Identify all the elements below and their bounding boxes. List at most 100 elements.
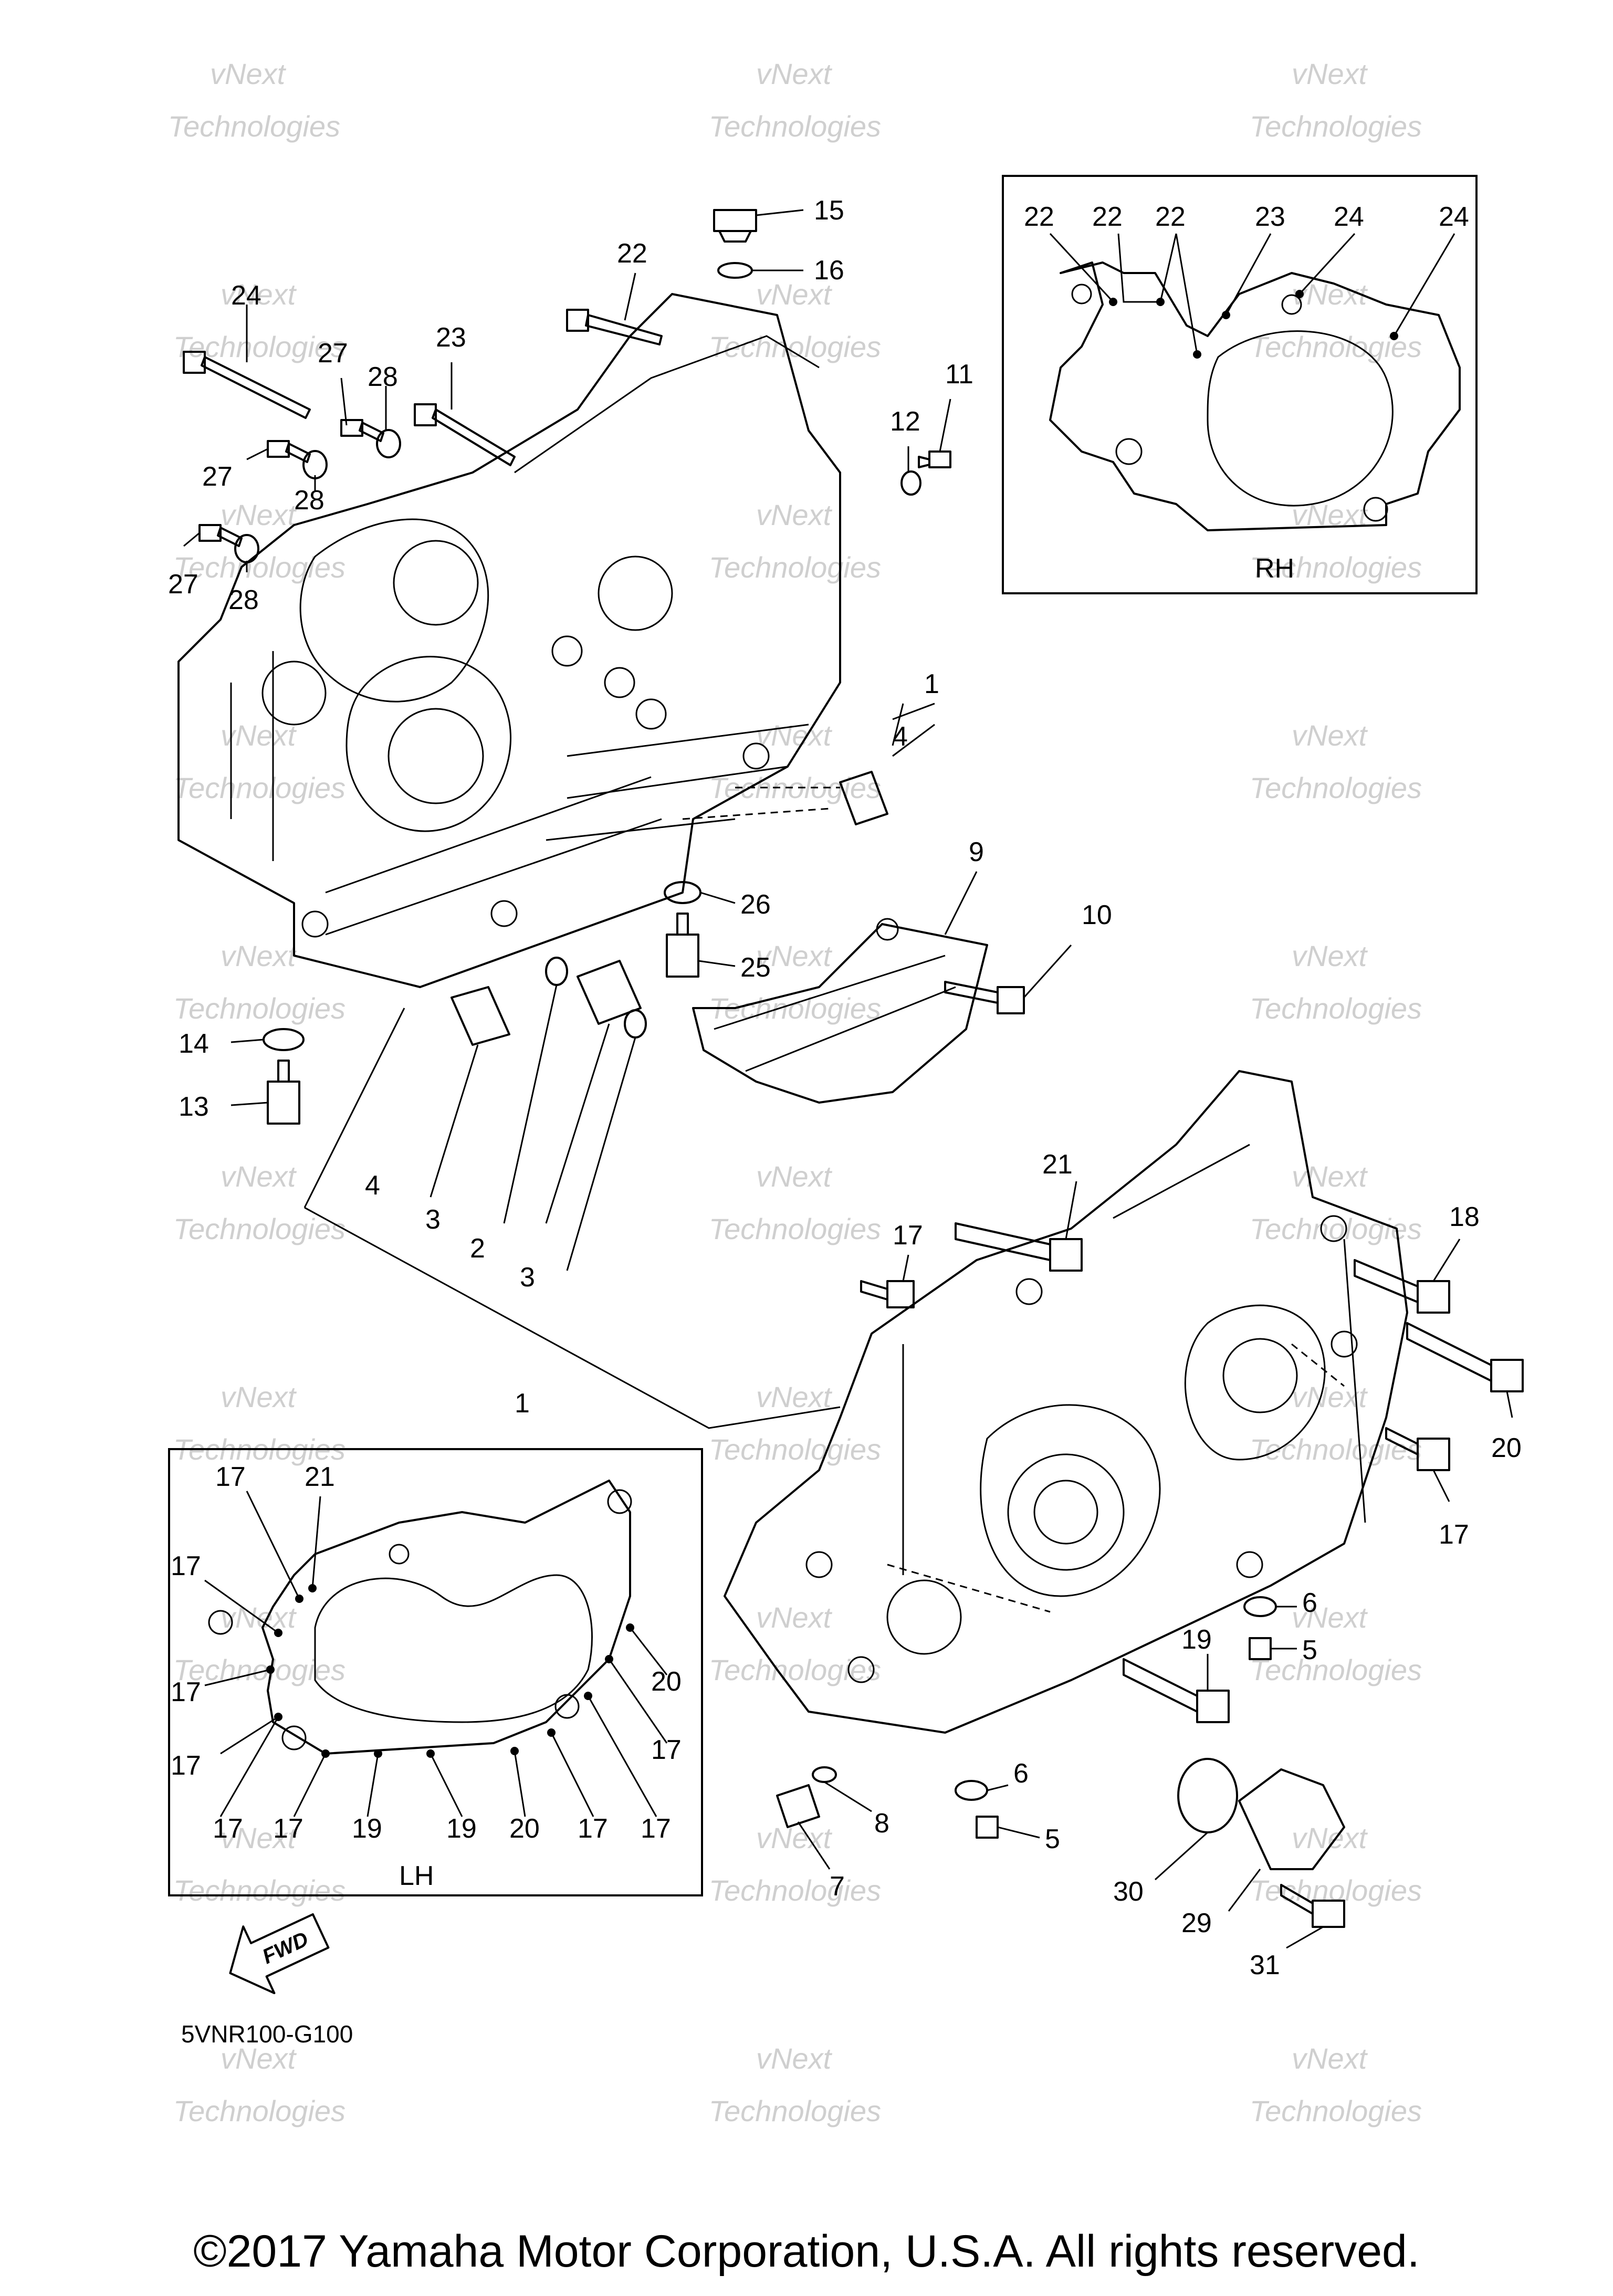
bolt xyxy=(566,309,663,345)
svg-text:vNext: vNext xyxy=(221,498,297,531)
svg-text:Technologies: Technologies xyxy=(709,1433,881,1466)
callout-17: 17 xyxy=(893,1220,923,1251)
callout-6: 6 xyxy=(1013,1758,1029,1789)
callout-12: 12 xyxy=(890,406,920,437)
inset-rh-callout: 24 xyxy=(1439,202,1469,232)
inset-lh-callout: 17 xyxy=(215,1462,246,1492)
copyright-notice: ©2017 Yamaha Motor Corporation, U.S.A. A… xyxy=(193,2226,1420,2277)
svg-text:vNext: vNext xyxy=(221,2042,297,2075)
o-ring xyxy=(717,262,753,279)
bolt xyxy=(267,440,311,463)
callout-27: 27 xyxy=(318,338,348,369)
svg-text:vNext: vNext xyxy=(756,57,833,90)
callout-1: 1 xyxy=(924,669,939,699)
watermark: vNext Technologies xyxy=(173,1380,345,1466)
crankcase-cover-plate xyxy=(692,918,988,1104)
svg-text:Technologies: Technologies xyxy=(709,551,881,584)
svg-text:Technologies: Technologies xyxy=(173,1874,345,1907)
svg-text:Technologies: Technologies xyxy=(709,1874,881,1907)
inset-rh-label: RH xyxy=(1255,553,1294,584)
callout-27: 27 xyxy=(202,462,233,492)
svg-text:vNext: vNext xyxy=(756,1160,833,1193)
callout-5: 5 xyxy=(1302,1635,1317,1665)
inset-lh-callout: 17 xyxy=(651,1735,682,1765)
inset-lh-callout: 17 xyxy=(171,1750,201,1781)
watermark: vNext Technologies xyxy=(173,1601,345,1686)
inset-lh-frame xyxy=(168,1448,703,1896)
callout-29: 29 xyxy=(1181,1908,1212,1938)
svg-text:vNext: vNext xyxy=(1292,1601,1368,1634)
inset-lh-callout: 19 xyxy=(446,1813,477,1844)
callout-1: 1 xyxy=(515,1388,530,1419)
washer xyxy=(1243,1596,1277,1617)
bolt xyxy=(1249,1637,1272,1660)
o-ring xyxy=(624,1009,647,1039)
bolt xyxy=(976,1816,999,1839)
o-ring xyxy=(545,957,568,986)
bolt xyxy=(918,450,951,468)
inset-lh-callout: 20 xyxy=(651,1666,682,1697)
callout-16: 16 xyxy=(814,255,844,286)
watermark: vNext Technologies xyxy=(709,719,881,804)
callout-2: 2 xyxy=(470,1233,485,1264)
small-parts xyxy=(183,209,1524,1928)
svg-text:vNext: vNext xyxy=(221,1601,297,1634)
svg-text:vNext: vNext xyxy=(221,1380,297,1413)
oil-plug xyxy=(713,209,757,243)
svg-text:vNext: vNext xyxy=(1292,1160,1368,1193)
sleeve xyxy=(577,960,642,1025)
svg-text:vNext: vNext xyxy=(1292,1821,1368,1854)
callout-8: 8 xyxy=(874,1808,889,1839)
washer xyxy=(376,429,401,458)
watermark: vNext Technologies xyxy=(709,1160,881,1245)
callout-13: 13 xyxy=(179,1092,209,1122)
callout-11: 11 xyxy=(945,359,973,390)
inset-rh-callout: 22 xyxy=(1155,202,1186,232)
inset-lh-callout: 17 xyxy=(171,1551,201,1581)
svg-text:Technologies: Technologies xyxy=(173,330,345,363)
svg-text:Technologies: Technologies xyxy=(1250,2094,1422,2127)
dowel-pin xyxy=(839,771,888,825)
svg-text:Technologies: Technologies xyxy=(173,1212,345,1245)
dowel-pin xyxy=(451,986,510,1046)
watermark: vNext Technologies xyxy=(173,278,345,363)
watermark: vNext Technologies xyxy=(1250,498,1422,584)
callout-28: 28 xyxy=(228,585,259,615)
svg-text:vNext: vNext xyxy=(756,1601,833,1634)
svg-text:vNext: vNext xyxy=(1292,939,1368,972)
svg-text:Technologies: Technologies xyxy=(709,330,881,363)
svg-text:Technologies: Technologies xyxy=(1250,551,1422,584)
svg-text:vNext: vNext xyxy=(756,1380,833,1413)
svg-text:Technologies: Technologies xyxy=(709,110,881,143)
callout-6: 6 xyxy=(1302,1588,1317,1618)
svg-text:vNext: vNext xyxy=(221,1821,297,1854)
watermark: vNext Technologies xyxy=(173,1160,345,1245)
inset-lh-points xyxy=(266,1584,634,1758)
callout-23: 23 xyxy=(436,322,466,353)
svg-text:vNext: vNext xyxy=(756,2042,833,2075)
crankcase-right-half xyxy=(724,1070,1408,1734)
callout-3: 3 xyxy=(520,1262,535,1293)
callout-31: 31 xyxy=(1250,1950,1280,1980)
svg-text:vNext: vNext xyxy=(1292,2042,1368,2075)
inset-rh-frame xyxy=(1002,175,1478,594)
svg-text:Technologies: Technologies xyxy=(1250,992,1422,1025)
inset-lh: 17 21 17 17 17 20 17 17 17 19 19 20 17 1… xyxy=(168,1448,703,1896)
watermark: vNext Technologies xyxy=(709,1821,881,1907)
watermark: vNext Technologies xyxy=(709,1380,881,1466)
inset-lh-callout: 19 xyxy=(352,1813,382,1844)
svg-text:vNext: vNext xyxy=(756,939,833,972)
svg-text:vNext: vNext xyxy=(756,278,833,311)
svg-text:vNext: vNext xyxy=(1292,57,1368,90)
bolt xyxy=(414,403,516,466)
callout-30: 30 xyxy=(1113,1876,1144,1907)
watermark: vNext Technologies xyxy=(1250,1380,1422,1466)
inset-rh-callout: 24 xyxy=(1334,202,1364,232)
bolt xyxy=(267,1060,300,1125)
watermark: vNext Technologies xyxy=(1250,1601,1422,1686)
svg-text:Technologies: Technologies xyxy=(1250,1653,1422,1686)
svg-text:vNext: vNext xyxy=(221,278,297,311)
inset-rh-callout: 23 xyxy=(1255,202,1285,232)
watermark: vNext Technologies xyxy=(709,939,881,1025)
